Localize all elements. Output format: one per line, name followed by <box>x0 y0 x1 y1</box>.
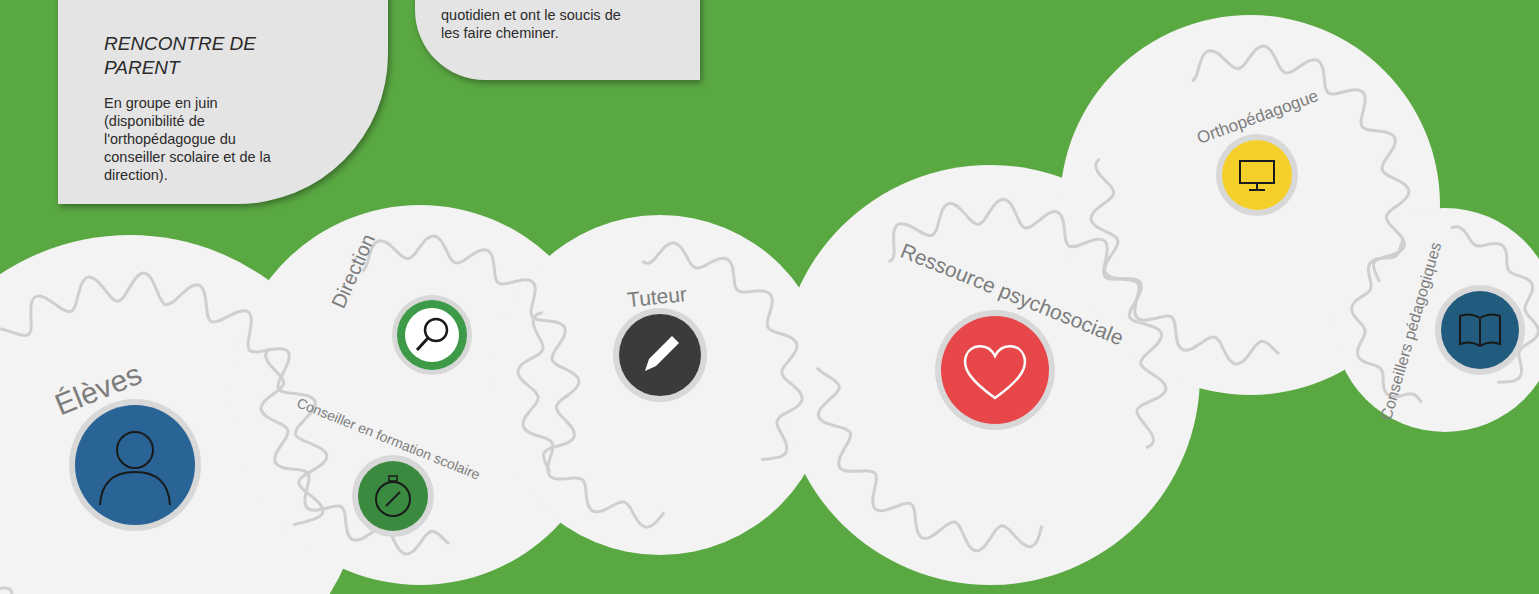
gear-outline <box>1352 227 1539 414</box>
gear-outline <box>518 243 802 527</box>
gear-label: Conseiller en formation scolaire <box>294 396 484 485</box>
gear-outline <box>261 236 579 554</box>
role-label: Élèves <box>50 355 149 420</box>
pencil-icon <box>613 308 707 402</box>
monitor-icon <box>1216 134 1298 216</box>
note-body: En groupe en juin (disponibilité de l'or… <box>104 94 279 185</box>
gear-outline <box>1091 46 1409 364</box>
note-heading: RENCONTRE DE PARENT <box>104 32 279 80</box>
gear-label: Orthopédagogue <box>1195 86 1324 148</box>
gear-label: Élèves <box>50 355 149 420</box>
student-icon <box>69 399 201 531</box>
role-label: Conseiller en formation scolaire <box>294 396 484 485</box>
role-label: Conseillers pédagogiques <box>1377 238 1445 423</box>
note-bubble: quotidien et ont le soucis de les faire … <box>415 0 700 80</box>
note-body: quotidien et ont le soucis de les faire … <box>441 6 641 42</box>
role-label: Orthopédagogue <box>1195 86 1324 148</box>
role-label: Ressource psychosociale <box>897 239 1129 351</box>
gear-label: Ressource psychosociale <box>897 239 1129 351</box>
role-label: Direction <box>327 229 380 312</box>
book-icon <box>1435 285 1525 375</box>
role-label: Tuteur <box>626 282 690 311</box>
gear-disc <box>1333 208 1539 432</box>
gear-disc <box>490 215 830 555</box>
note-bubble: RENCONTRE DE PARENT En groupe en juin (di… <box>58 0 388 204</box>
heart-icon <box>935 310 1055 430</box>
magnifier-icon <box>392 295 472 375</box>
gear-label: Conseillers pédagogiques <box>1377 238 1445 423</box>
gear-label: Tuteur <box>626 282 690 311</box>
compass-icon <box>352 455 434 537</box>
gear-outline <box>0 273 327 594</box>
gear-label: Direction <box>327 229 380 312</box>
